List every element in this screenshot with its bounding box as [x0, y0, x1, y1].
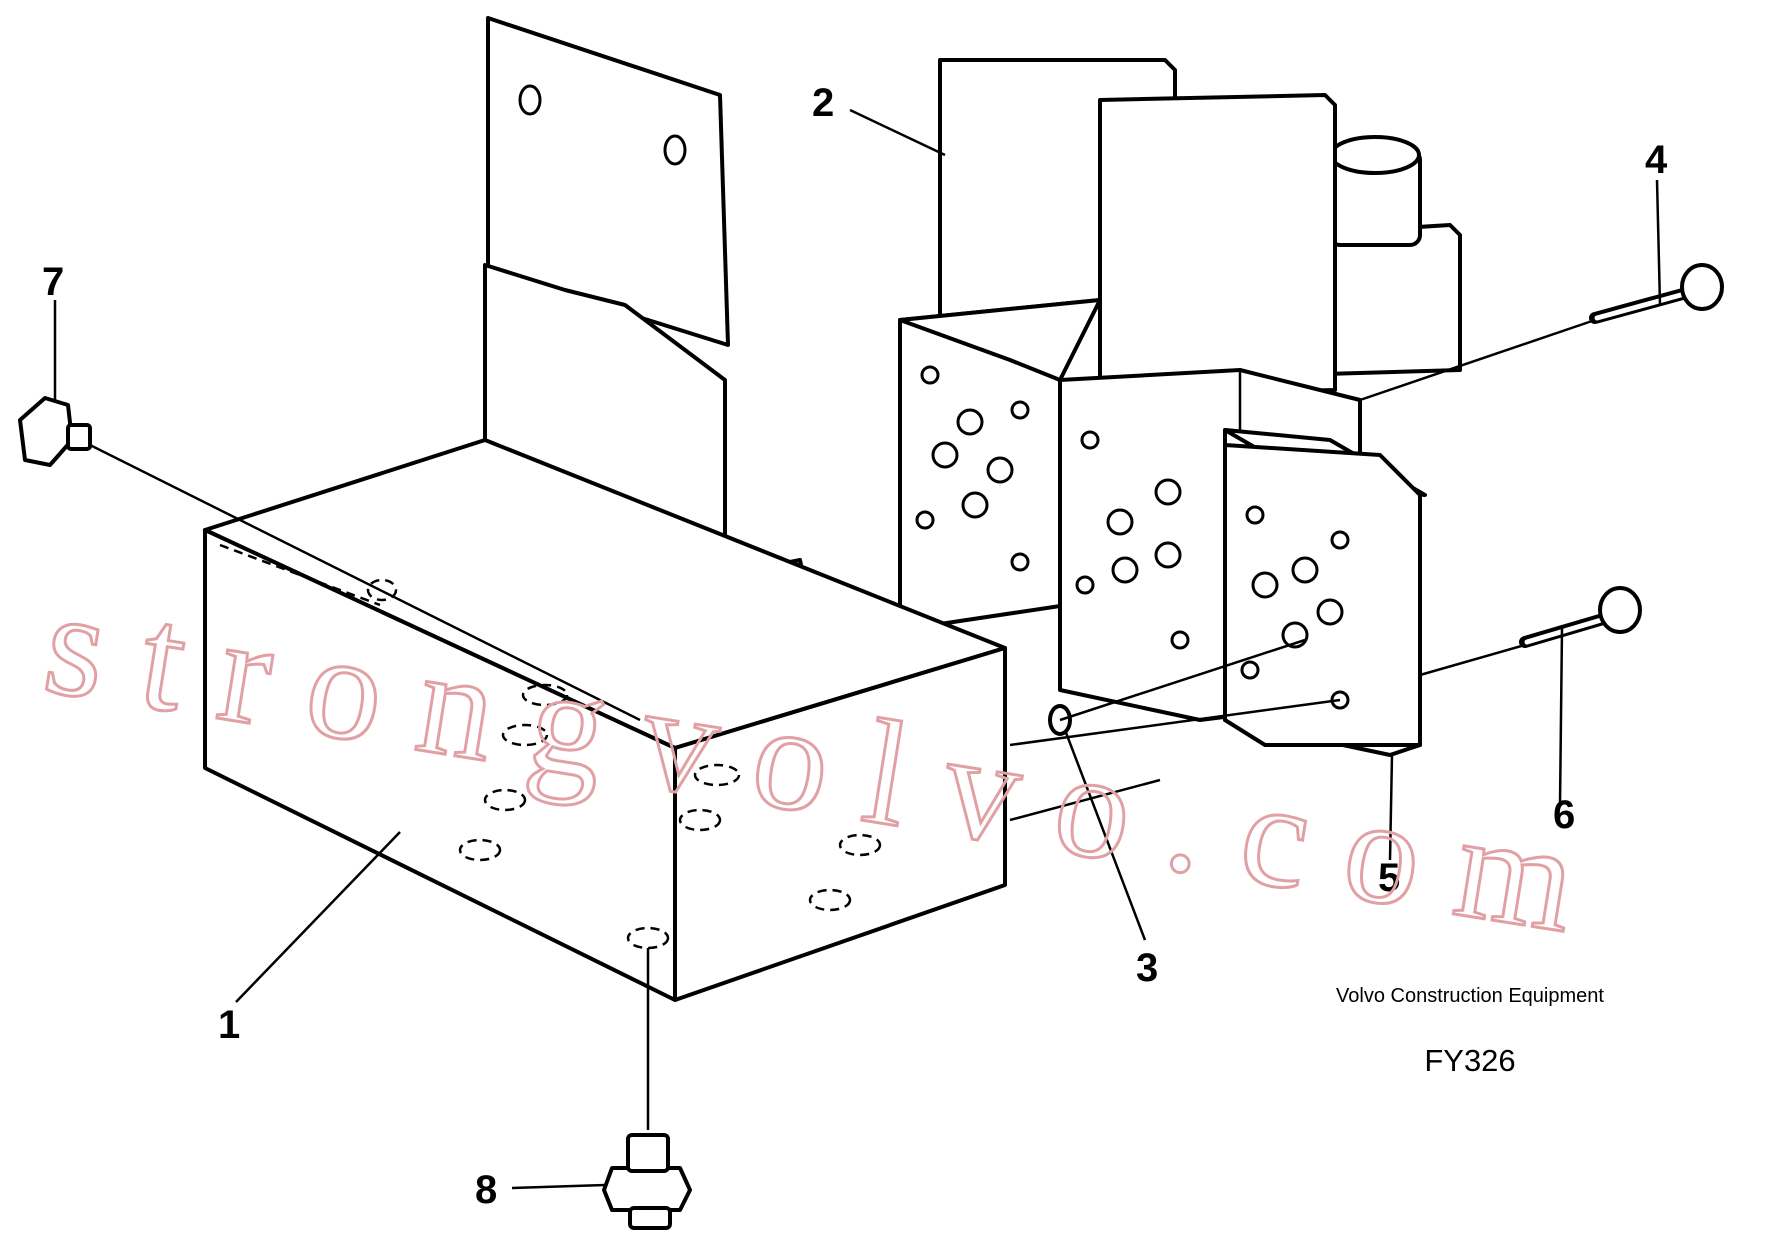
- leader-lines: [53, 108, 1662, 1190]
- figure-code: FY326: [1424, 1043, 1516, 1078]
- callout-4: 4: [1645, 138, 1668, 182]
- callout-5: 5: [1378, 856, 1401, 900]
- screw-6: [1519, 586, 1642, 648]
- valve-2-face: [915, 365, 1030, 572]
- manifold-block-1: [203, 438, 1007, 1002]
- intermediate-plate-5: [1223, 428, 1427, 757]
- callout-2: 2: [812, 81, 835, 125]
- nipple-8: [602, 1133, 692, 1230]
- callout-7: 7: [42, 260, 65, 304]
- callout-1: 1: [218, 1003, 241, 1047]
- callout-6: 6: [1553, 793, 1576, 837]
- callout-3: 3: [1136, 946, 1159, 990]
- screw-4: [1589, 263, 1724, 324]
- plug-7: [18, 396, 92, 467]
- callout-8: 8: [475, 1168, 498, 1212]
- caption-company: Volvo Construction Equipment: [1336, 985, 1604, 1007]
